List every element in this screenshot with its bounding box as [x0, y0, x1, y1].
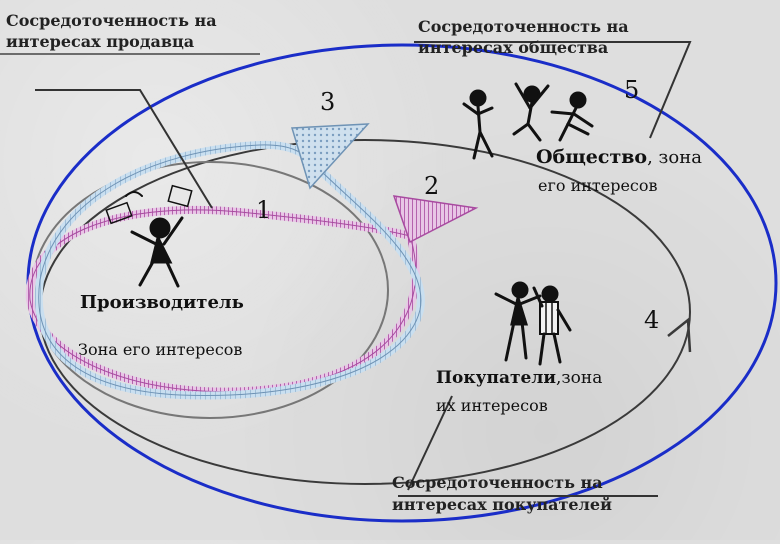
- buyers-rest-text: ,зона: [555, 368, 603, 388]
- seller-focus-line2: интересах продавца: [6, 32, 195, 51]
- arrow-head-4: [667, 317, 692, 353]
- arrow-head-3: [291, 123, 370, 190]
- number-1: 1: [256, 196, 272, 224]
- arrow-head-2: [392, 195, 479, 244]
- pointer-seller: [35, 89, 213, 209]
- buyers-focus-label: Сосредоточенность на интересах покупател…: [392, 472, 612, 516]
- seller-focus-line1: Сосредоточенность на: [6, 11, 217, 30]
- number-3: 3: [320, 88, 336, 116]
- society-focus-line1: Сосредоточенность на: [418, 17, 629, 36]
- society-figures-icon: [462, 82, 594, 160]
- society-focus-line2: интересах общества: [418, 38, 609, 57]
- producer-label: Производитель: [80, 292, 244, 313]
- society-zone-label: Общество, зона: [536, 146, 702, 168]
- society-focus-label: Сосредоточенность на интересах общества: [418, 16, 629, 58]
- buyers-zone-label: Покупатели,зона: [436, 368, 602, 388]
- producer-zone-label: Зона его интересов: [78, 340, 243, 359]
- number-4: 4: [644, 306, 660, 334]
- producer-figure-icon: [105, 184, 193, 288]
- seller-focus-label: Сосредоточенность на интересах продавца: [6, 10, 217, 52]
- society-zone-line2: его интересов: [538, 176, 658, 195]
- buyers-zone-line2: их интересов: [436, 396, 548, 415]
- buyers-focus-line2: интересах покупателей: [392, 495, 612, 514]
- buyers-figures-icon: [494, 281, 572, 366]
- society-rest-text: , зона: [647, 147, 702, 168]
- number-2: 2: [424, 172, 440, 200]
- buyers-focus-line1: Сосредоточенность на: [392, 473, 603, 492]
- society-bold-text: Общество: [536, 146, 648, 168]
- number-5: 5: [624, 76, 640, 104]
- pointer-society: [414, 41, 692, 139]
- buyers-bold-text: Покупатели: [436, 368, 556, 388]
- pointer-buyers: [407, 395, 453, 491]
